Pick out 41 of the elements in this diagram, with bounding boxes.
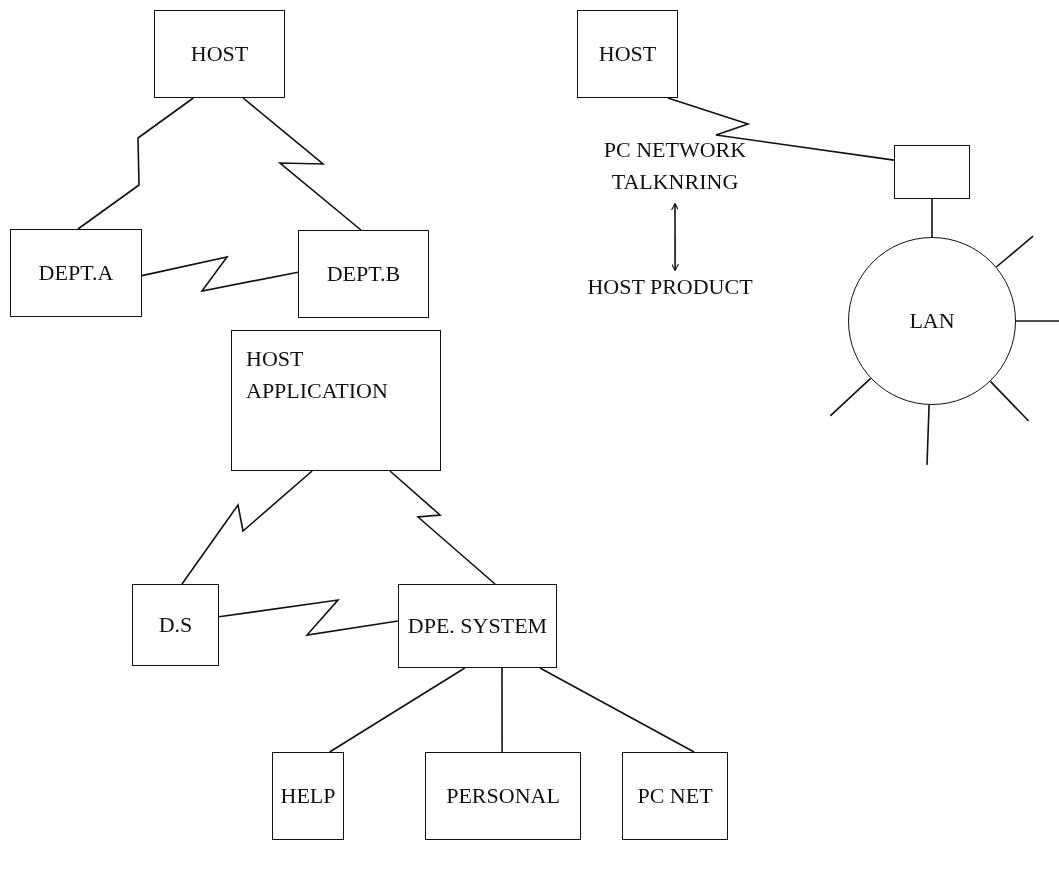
node-box	[10, 229, 142, 317]
empty-box	[894, 145, 970, 199]
spoke-line	[829, 377, 872, 417]
node-label: HELP	[280, 782, 336, 811]
node-label: DPE. SYSTEM	[407, 612, 548, 641]
node-label: HOST	[598, 40, 657, 69]
spoke-line	[926, 404, 930, 466]
node-box	[622, 752, 728, 840]
node-label: HOST APPLICATION	[246, 345, 389, 405]
spoke-line	[989, 380, 1030, 422]
node-box	[132, 584, 219, 666]
node-box	[231, 330, 441, 471]
node-label: PC NET	[637, 782, 713, 811]
zigzag-link	[141, 255, 299, 293]
spoke-line	[1015, 320, 1059, 322]
node-label: DEPT.B	[326, 260, 401, 289]
node-box	[154, 10, 285, 98]
zigzag-link	[242, 97, 362, 231]
node-label: HOST PRODUCT	[587, 273, 753, 302]
node-label: D.S	[158, 611, 193, 640]
connector-line	[931, 198, 933, 238]
node-box	[577, 10, 678, 98]
zigzag-link	[667, 97, 895, 161]
zigzag-link	[77, 97, 195, 230]
zigzag-link	[389, 470, 496, 585]
spoke-line	[995, 235, 1034, 268]
node-box	[425, 752, 581, 840]
node-label: LAN	[909, 307, 955, 336]
double-arrow	[671, 202, 680, 272]
node-label: PC NETWORK TALKNRING	[602, 136, 748, 196]
zigzag-link	[181, 470, 313, 585]
zigzag-link	[218, 598, 399, 637]
node-box	[398, 584, 557, 668]
node-label: PERSONAL	[446, 782, 560, 811]
connector-line	[328, 667, 466, 753]
node-box	[298, 230, 429, 318]
connector-line	[539, 667, 695, 753]
node-box	[272, 752, 344, 840]
node-label: DEPT.A	[38, 259, 114, 288]
connector-line	[501, 667, 503, 753]
node-label: HOST	[190, 40, 249, 69]
